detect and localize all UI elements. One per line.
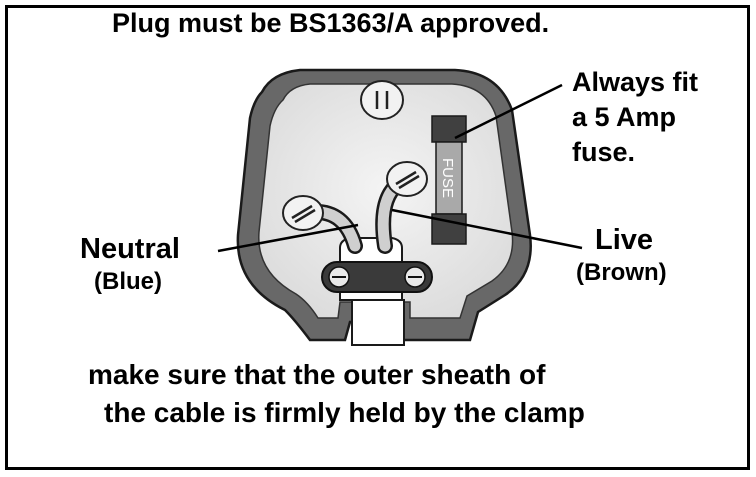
cable-clamp [321, 261, 433, 293]
neutral-color-label: (Blue) [94, 268, 162, 295]
fuse-note-line1: Always fit [572, 67, 699, 97]
earth-terminal-screw-icon [360, 80, 404, 120]
footer-line2: the cable is firmly held by the clamp [104, 397, 585, 428]
neutral-terminal-screw-icon [282, 195, 324, 231]
fuse-note-line3: fuse. [572, 137, 636, 167]
title-text: Plug must be BS1363/A approved. [112, 8, 550, 38]
fuse-label: FUSE [439, 158, 456, 198]
fuse-pointer-line [454, 83, 563, 140]
cable-outer [351, 299, 405, 346]
live-pointer-line [391, 208, 583, 250]
fuse-icon [431, 115, 467, 245]
live-color-label: (Brown) [576, 259, 667, 286]
neutral-pointer-line [217, 223, 359, 253]
live-terminal-screw-icon [386, 161, 428, 197]
footer-line1: make sure that the outer sheath of [88, 359, 546, 390]
live-label: Live [595, 224, 654, 256]
neutral-label: Neutral [80, 233, 180, 265]
fuse-note-line2: a 5 Amp [572, 102, 677, 132]
